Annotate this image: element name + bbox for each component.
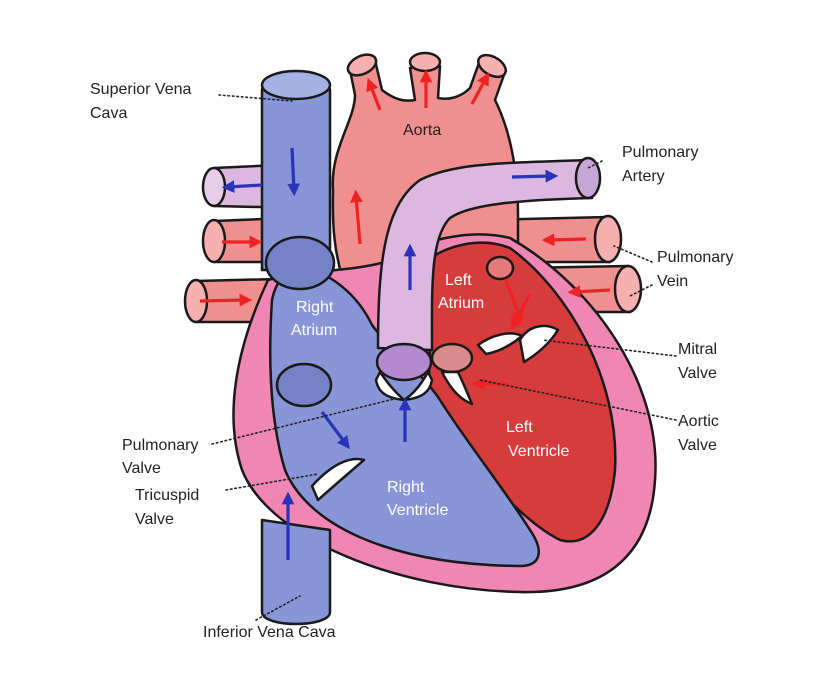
vena-cava [260,69,336,626]
label-superior-vena-cava-2: Cava [90,105,127,122]
label-superior-vena-cava-1: Superior Vena [90,81,192,98]
label-right-atrium-2: Atrium [291,322,337,339]
label-pulmonary-artery-1: Pulmonary [622,144,698,161]
label-mitral-valve-2: Valve [678,365,717,382]
label-pulmonary-valve-1: Pulmonary [122,437,198,454]
label-left-ventricle-2: Ventricle [508,443,569,460]
label-right-atrium-1: Right [296,299,334,316]
label-left-atrium-1: Left [445,272,472,289]
label-left-atrium-2: Atrium [438,295,484,312]
label-inferior-vena-cava: Inferior Vena Cava [203,624,336,641]
label-mitral-valve-1: Mitral [678,341,717,358]
label-left-ventricle-1: Left [506,419,533,436]
label-right-ventricle-2: Ventricle [387,502,448,519]
valves [310,255,560,502]
label-pulmonary-vein-1: Pulmonary [657,249,733,266]
label-pulmonary-artery-2: Artery [622,168,665,185]
label-pulmonary-valve-2: Valve [122,460,161,477]
label-pulmonary-vein-2: Vein [657,273,688,290]
label-aortic-valve-1: Aortic [678,413,719,430]
label-tricuspid-valve-1: Tricuspid [135,487,199,504]
label-right-ventricle-1: Right [387,479,425,496]
leader-lines [211,94,677,621]
label-tricuspid-valve-2: Valve [135,511,174,528]
label-aorta: Aorta [403,122,441,139]
label-aortic-valve-2: Valve [678,437,717,454]
flow-arrows [199,69,611,560]
